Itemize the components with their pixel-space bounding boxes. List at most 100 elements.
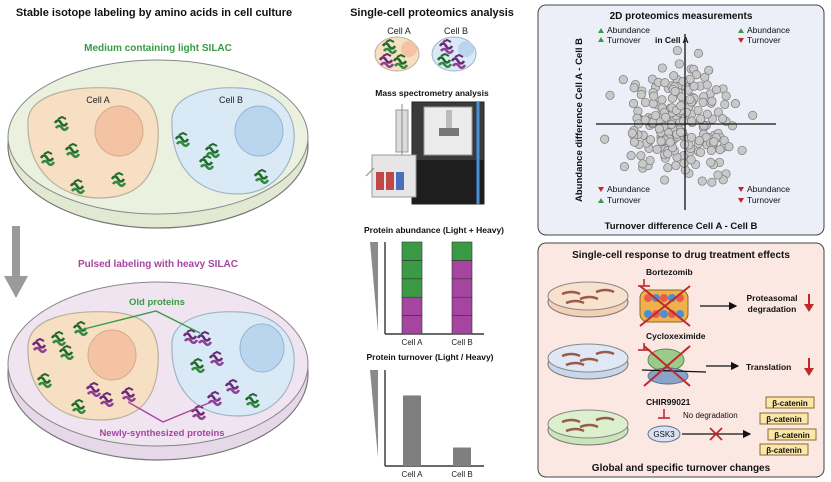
- scatter-point: [619, 162, 629, 172]
- left-panel: Stable isotope labeling by amino acids i…: [4, 7, 309, 461]
- turnover-xtick-b: Cell B: [451, 470, 472, 479]
- scatter-point: [715, 145, 725, 155]
- scatter-point: [618, 75, 628, 85]
- turnover-title: Protein turnover (Light / Heavy): [366, 352, 493, 362]
- scatter-point: [645, 155, 655, 166]
- middle-panel: Single-cell proteomics analysis Cell A C…: [350, 7, 514, 479]
- q-tl-turnover: Turnover: [607, 35, 641, 45]
- effect2-label: Translation: [746, 362, 791, 372]
- scatter-point: [661, 112, 671, 122]
- abundance-bar-segment: [451, 260, 473, 280]
- scatter-point: [704, 65, 714, 75]
- abundance-bar-segment: [451, 278, 473, 298]
- scatter-point: [640, 97, 650, 108]
- proteomics-2d-ylabel: Abundance difference Cell A - Cell B: [574, 38, 585, 202]
- scatter-point: [669, 71, 679, 81]
- heavy-silac-label: Pulsed labeling with heavy SILAC: [78, 259, 238, 270]
- mini-nucleus-a: [401, 41, 417, 57]
- quadrant-top-left: Abundance Turnover in Cell A: [598, 25, 689, 45]
- cell-a-label-top: Cell A: [86, 95, 110, 105]
- drug1-label: Bortezomib: [646, 267, 693, 277]
- scatter-point: [697, 176, 707, 186]
- scatter-point: [636, 90, 646, 100]
- scatter-point: [718, 114, 728, 124]
- scatter-point: [686, 155, 696, 165]
- quadrant-bottom-right: Abundance Turnover: [738, 184, 790, 205]
- drug2-label: Cycloxeximide: [646, 331, 706, 341]
- scatter-point: [709, 137, 719, 147]
- scatter-point: [660, 78, 670, 88]
- scatter-point: [646, 135, 656, 145]
- abundance-gradient-wedge: [370, 242, 378, 332]
- ribosome-x-mark: [643, 345, 691, 387]
- scatter-point: [707, 96, 717, 106]
- drug-response-panel: Single-cell response to drug treatment e…: [537, 242, 825, 478]
- abundance-bar-segment: [451, 241, 473, 261]
- scatter-point: [702, 80, 712, 90]
- scatter-point: [657, 95, 667, 105]
- scatter-point: [687, 116, 697, 126]
- abundance-bar-segment: [451, 315, 473, 335]
- middle-title: Single-cell proteomics analysis: [350, 7, 514, 19]
- scatter-point: [721, 91, 731, 101]
- scatter-point: [660, 175, 670, 185]
- scatter-point: [671, 160, 681, 171]
- scatter-point: [674, 59, 684, 69]
- scatter-point: [676, 101, 686, 111]
- quadrant-bottom-left: Abundance Turnover: [598, 184, 650, 205]
- scatter-point: [719, 135, 729, 145]
- scatter-point: [677, 92, 687, 102]
- q-tr-abundance: Abundance: [747, 25, 790, 35]
- turnover-bar: [403, 395, 421, 466]
- scatter-point: [685, 94, 695, 104]
- scatter-point: [706, 145, 716, 156]
- beta-catenin-3: β-catenin: [774, 431, 810, 440]
- scatter-point: [707, 177, 717, 187]
- scatter-point: [720, 99, 730, 109]
- beta-catenin-1: β-catenin: [772, 399, 808, 408]
- dish-1: [547, 281, 629, 318]
- scatter-point: [665, 137, 675, 147]
- scatter-point: [713, 170, 723, 180]
- cell-b-label-top: Cell B: [219, 95, 243, 105]
- gsk3-label: GSK3: [653, 430, 675, 439]
- scatter-point: [650, 110, 661, 121]
- mid-cell-a-label: Cell A: [387, 26, 411, 36]
- q-bl-turnover: Turnover: [607, 195, 641, 205]
- scatter-point: [678, 76, 688, 86]
- nucleus-b-top: [234, 105, 284, 157]
- scatter-point: [629, 137, 639, 147]
- scatter-point: [626, 151, 636, 161]
- scatter-point: [627, 128, 637, 138]
- proteomics-2d-panel: 2D proteomics measurements Abundance dif…: [537, 4, 825, 236]
- scatter-point: [649, 91, 659, 101]
- turnover-xtick-a: Cell A: [402, 470, 424, 479]
- turnover-bar: [453, 447, 471, 466]
- dish-3: [547, 409, 629, 446]
- scatter-point: [676, 127, 686, 137]
- mass-spectrometer: [365, 101, 485, 205]
- abundance-bar-segment: [451, 296, 473, 316]
- scatter-point: [696, 147, 706, 157]
- scatter-point: [696, 114, 706, 124]
- scatter-point: [629, 83, 639, 93]
- scatter-point: [652, 144, 662, 154]
- mid-cell-b-label: Cell B: [444, 26, 468, 36]
- nucleus-a-top: [94, 105, 144, 157]
- scatter-point: [657, 63, 667, 73]
- down-arrow-red-2: [804, 358, 814, 376]
- scatter-point: [605, 90, 615, 100]
- scatter-point: [648, 99, 658, 109]
- scatter-point: [698, 97, 708, 107]
- scatter-point: [748, 110, 758, 120]
- scatter-point: [686, 132, 697, 142]
- scatter-point: [737, 145, 747, 155]
- abundance-bar-segment: [401, 315, 423, 335]
- scatter-point: [670, 86, 680, 96]
- abundance-xtick-b: Cell B: [451, 338, 472, 347]
- scatter-point: [628, 99, 639, 109]
- scatter-point: [636, 151, 646, 161]
- scatter-point: [706, 157, 716, 167]
- ms-label: Mass spectrometry analysis: [375, 88, 489, 98]
- abundance-title: Protein abundance (Light + Heavy): [364, 225, 504, 235]
